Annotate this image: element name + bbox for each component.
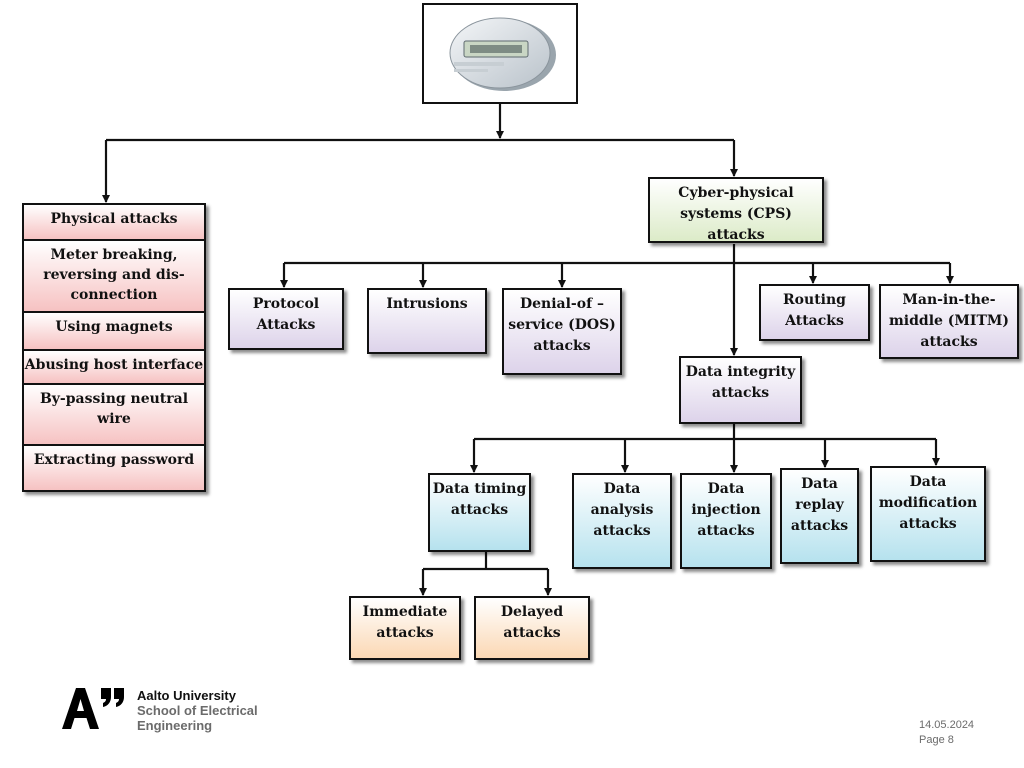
physical-item-password: Extracting password [24, 446, 204, 490]
dos-attacks-box: Denial-of – service (DOS) attacks [502, 288, 622, 375]
slide-footer: 14.05.2024 Page 8 [919, 718, 974, 748]
protocol-attacks-box: Protocol Attacks [228, 288, 344, 350]
physical-item-neutral-wire: By-passing neutral wire [24, 385, 204, 446]
smart-meter-icon [449, 17, 556, 91]
data-analysis-box: Data analysis attacks [572, 473, 672, 569]
university-line: Aalto University [137, 688, 236, 703]
page-number: Page 8 [919, 734, 954, 746]
data-injection-box: Data injection attacks [680, 473, 772, 569]
data-timing-box: Data timing attacks [428, 473, 531, 552]
data-integrity-box: Data integrity attacks [679, 356, 802, 424]
physical-item-meter-breaking: Meter breaking, reversing and dis-connec… [24, 241, 204, 313]
intrusions-box: Intrusions [367, 288, 487, 354]
physical-attacks-title: Physical attacks [24, 205, 204, 241]
school-line-1: School of Electrical [137, 703, 258, 718]
aalto-logo-icon [62, 688, 124, 729]
physical-attacks-group: Physical attacks Meter breaking, reversi… [22, 203, 206, 492]
slide-date: 14.05.2024 [919, 719, 975, 731]
root-meter-box [422, 3, 578, 104]
university-name: Aalto University School of Electrical En… [137, 688, 258, 733]
physical-item-host-interface: Abusing host interface [24, 351, 204, 385]
data-replay-box: Data replay attacks [780, 468, 859, 564]
school-line-2: Engineering [137, 718, 213, 733]
routing-attacks-box: Routing Attacks [759, 284, 870, 341]
delayed-attacks-box: Delayed attacks [474, 596, 590, 660]
cps-attacks-box: Cyber-physical systems (CPS) attacks [648, 177, 824, 243]
immediate-attacks-box: Immediate attacks [349, 596, 461, 660]
mitm-attacks-box: Man-in-the-middle (MITM) attacks [879, 284, 1019, 359]
physical-item-magnets: Using magnets [24, 313, 204, 351]
data-modification-box: Data modification attacks [870, 466, 986, 562]
